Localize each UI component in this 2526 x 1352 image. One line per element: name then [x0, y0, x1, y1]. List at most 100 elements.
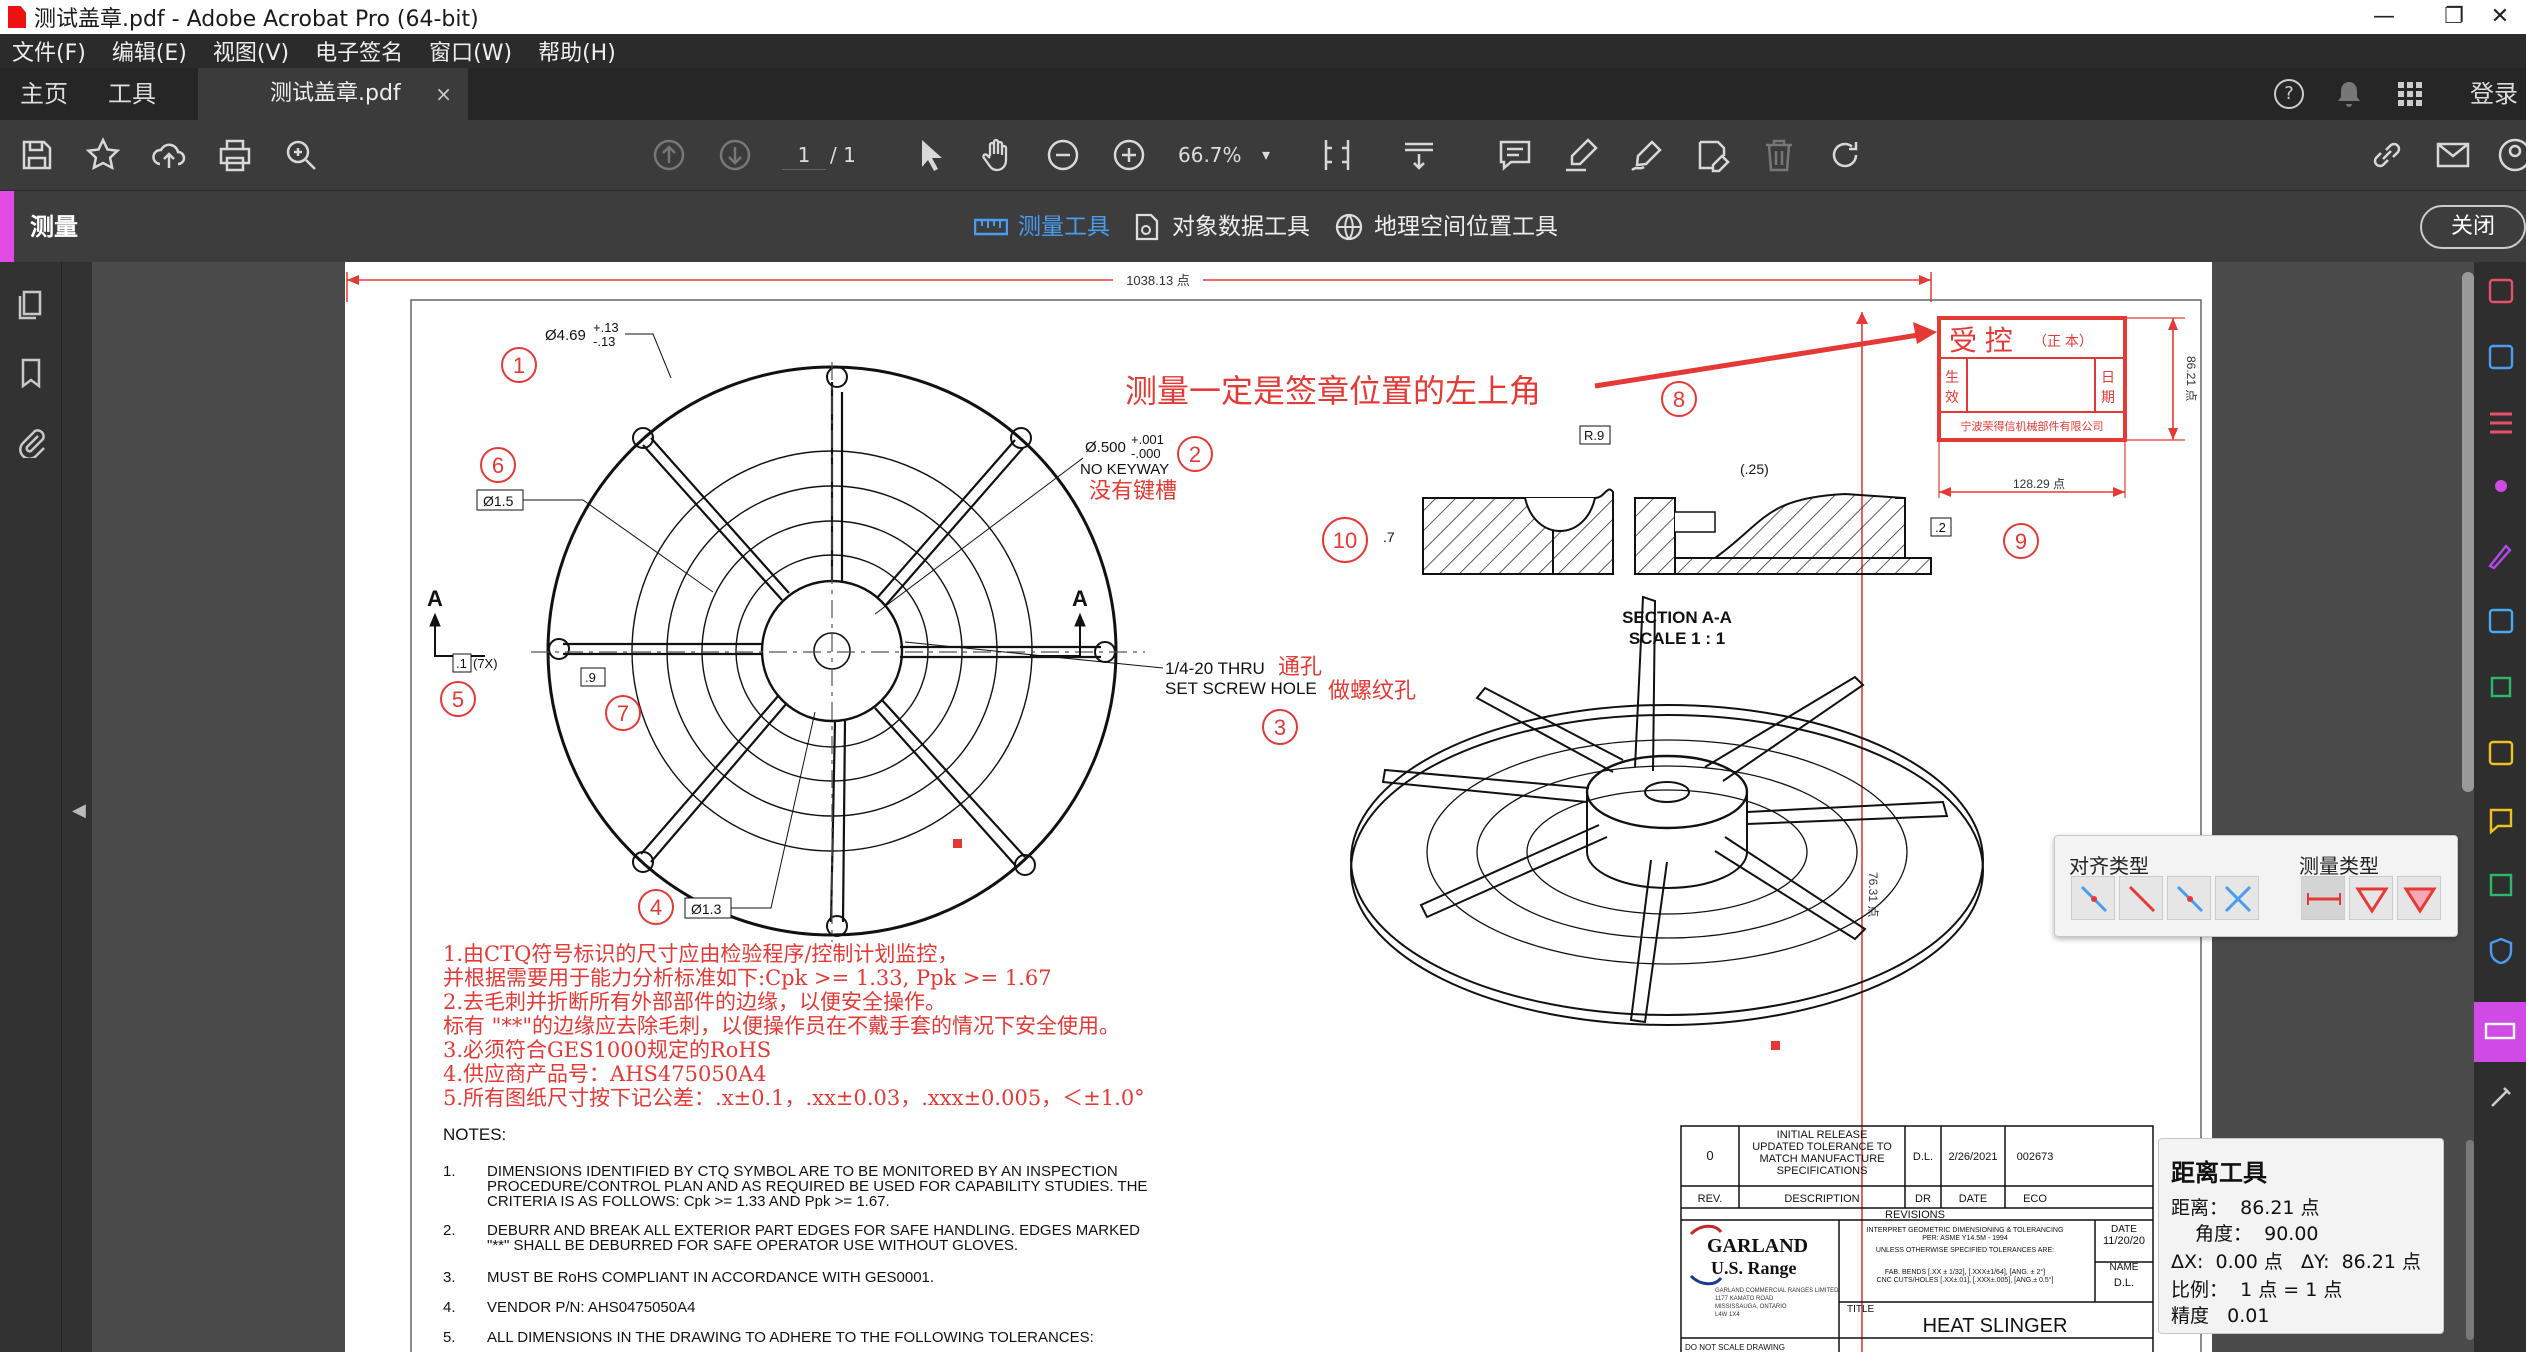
svg-text:INTERPRET GEOMETRIC DIMENSIONI: INTERPRET GEOMETRIC DIMENSIONING & TOLER… — [1867, 1227, 2064, 1234]
pdf-page: 1038.13 点 — [345, 262, 2212, 1352]
comment-icon[interactable] — [1496, 136, 1534, 174]
svg-text:8: 8 — [1673, 387, 1685, 412]
previous-page-icon[interactable] — [650, 136, 688, 174]
precision-row: 精度 0.01 — [2171, 1305, 2270, 1327]
panel-scrollbar[interactable] — [2466, 1140, 2474, 1340]
search-icon[interactable] — [282, 136, 320, 174]
maximize-button[interactable]: ❐ — [2444, 4, 2464, 29]
page-fit-icon[interactable] — [1318, 136, 1356, 174]
svg-text:NAME: NAME — [2110, 1262, 2139, 1273]
zoom-in-icon[interactable] — [1110, 136, 1148, 174]
select-cursor-icon[interactable] — [912, 136, 950, 174]
svg-text:生: 生 — [1945, 369, 1959, 385]
close-window-button[interactable]: ✕ — [2490, 4, 2510, 29]
vertical-scrollbar[interactable] — [2462, 272, 2474, 792]
snap-to-path-icon[interactable] — [2071, 876, 2115, 920]
menu-window[interactable]: 窗口(W) — [429, 41, 513, 66]
perimeter-tool-icon[interactable] — [2349, 876, 2393, 920]
tab-document[interactable]: 测试盖章.pdf × — [198, 68, 468, 120]
object-data-tool-button[interactable]: 对象数据工具 — [1132, 191, 1310, 263]
stamp-rail-icon[interactable] — [2486, 804, 2516, 835]
delta-row: ΔX: 0.00 点 ΔY: 86.21 点 — [2171, 1251, 2422, 1273]
next-page-icon[interactable] — [716, 136, 754, 174]
svg-text:1/4-20 THRU: 1/4-20 THRU — [1165, 659, 1265, 678]
svg-text:SET SCREW HOLE: SET SCREW HOLE — [1165, 679, 1317, 698]
svg-text:REV.: REV. — [1698, 1193, 1723, 1205]
cloud-upload-icon[interactable] — [150, 136, 188, 174]
area-tool-icon[interactable] — [2397, 876, 2441, 920]
svg-text:没有键槽: 没有键槽 — [1089, 478, 1177, 503]
scroll-mode-icon[interactable] — [1400, 136, 1438, 174]
account-icon[interactable] — [2496, 136, 2526, 174]
page-number-input[interactable]: 1 — [782, 140, 826, 170]
measure-tool-button[interactable]: 测量工具 — [974, 191, 1110, 263]
attachments-icon[interactable] — [14, 424, 48, 460]
bookmark-star-icon[interactable] — [84, 136, 122, 174]
minimize-button[interactable]: — — [2373, 4, 2395, 29]
page-total: / 1 — [830, 143, 856, 167]
menu-file[interactable]: 文件(F) — [12, 41, 86, 66]
sign-icon[interactable] — [1628, 136, 1666, 174]
menu-view[interactable]: 视图(V) — [212, 41, 290, 66]
snap-to-intersection-icon[interactable] — [2215, 876, 2259, 920]
tab-tools[interactable]: 工具 — [108, 80, 156, 108]
object-data-icon — [1135, 213, 1159, 241]
highlight-pen-icon[interactable] — [1562, 136, 1600, 174]
page-thumbnails-icon[interactable] — [14, 288, 48, 322]
scale-value[interactable]: 1 点 = 1 点 — [2240, 1279, 2343, 1301]
geospatial-tool-button[interactable]: 地理空间位置工具 — [1334, 191, 1558, 263]
protect-icon[interactable] — [2486, 936, 2516, 966]
combine-files-icon[interactable] — [2486, 870, 2516, 900]
more-tools-icon[interactable] — [2486, 1082, 2516, 1112]
create-pdf-icon[interactable] — [2486, 342, 2516, 372]
menu-esign[interactable]: 电子签名 — [315, 41, 404, 66]
zoom-out-icon[interactable] — [1044, 136, 1082, 174]
bookmarks-icon[interactable] — [14, 356, 48, 390]
fill-sign-icon[interactable] — [2486, 540, 2516, 570]
d2-dim: .2 — [1935, 520, 1946, 535]
menu-edit[interactable]: 编辑(E) — [111, 41, 187, 66]
rotate-icon[interactable] — [1826, 136, 1864, 174]
measure-rail-icon[interactable] — [2474, 1002, 2526, 1062]
svg-text:1.由CTQ符号标识的尺寸应由检验程序/控制计划监控，: 1.由CTQ符号标识的尺寸应由检验程序/控制计划监控， — [443, 942, 958, 966]
edit-pdf-rail-icon[interactable] — [2486, 606, 2516, 636]
close-measure-button[interactable]: 关闭 — [2420, 205, 2526, 249]
svg-text:2/26/2021: 2/26/2021 — [1949, 1151, 1998, 1163]
comment-rail-icon[interactable] — [2486, 738, 2516, 768]
svg-text:1177 KAMATO ROAD: 1177 KAMATO ROAD — [1715, 1296, 1774, 1302]
print-icon[interactable] — [216, 136, 254, 174]
notification-bell-icon[interactable] — [2336, 80, 2362, 108]
organize-pages-icon[interactable] — [2486, 408, 2516, 438]
svg-text:(7X): (7X) — [473, 656, 498, 671]
save-icon[interactable] — [18, 136, 56, 174]
snap-to-midpoint-icon[interactable] — [2167, 876, 2211, 920]
drawing-border — [410, 299, 2202, 1352]
chinese-notes: 1.由CTQ符号标识的尺寸应由检验程序/控制计划监控， 并根据需要用于能力分析标… — [443, 942, 1145, 1110]
distance-tool-title: 距离工具 — [2171, 1159, 2267, 1187]
menu-help[interactable]: 帮助(H) — [538, 41, 616, 66]
share-link-icon[interactable] — [2368, 136, 2406, 174]
request-signature-icon[interactable] — [2486, 474, 2516, 504]
main-toolbar — [0, 120, 2526, 190]
zoom-level[interactable]: 66.7% — [1178, 143, 1242, 167]
email-icon[interactable] — [2434, 136, 2472, 174]
scan-ocr-icon[interactable] — [2486, 672, 2516, 702]
tab-close-icon[interactable]: × — [435, 82, 452, 106]
precision-value[interactable]: 0.01 — [2227, 1305, 2270, 1327]
window-title: 测试盖章.pdf - Adobe Acrobat Pro (64-bit) — [34, 7, 479, 32]
snap-to-endpoint-icon[interactable] — [2119, 876, 2163, 920]
collapse-panel-icon[interactable]: ◀ — [72, 800, 86, 821]
help-icon[interactable]: ? — [2274, 79, 2304, 109]
login-button[interactable]: 登录 — [2470, 80, 2518, 108]
angle-value: 90.00 — [2264, 1223, 2319, 1245]
svg-text:D.L.: D.L. — [2114, 1277, 2134, 1289]
svg-text:10: 10 — [1333, 528, 1357, 553]
zoom-dropdown-chevron-icon[interactable]: ▾ — [1262, 145, 1271, 164]
edit-pdf-icon[interactable] — [1694, 136, 1732, 174]
delete-icon[interactable] — [1760, 136, 1798, 174]
export-pdf-icon[interactable] — [2486, 276, 2516, 306]
apps-grid-icon[interactable] — [2396, 80, 2424, 108]
tab-home[interactable]: 主页 — [20, 80, 68, 108]
distance-tool-icon[interactable] — [2301, 876, 2345, 920]
hand-tool-icon[interactable] — [978, 136, 1016, 174]
